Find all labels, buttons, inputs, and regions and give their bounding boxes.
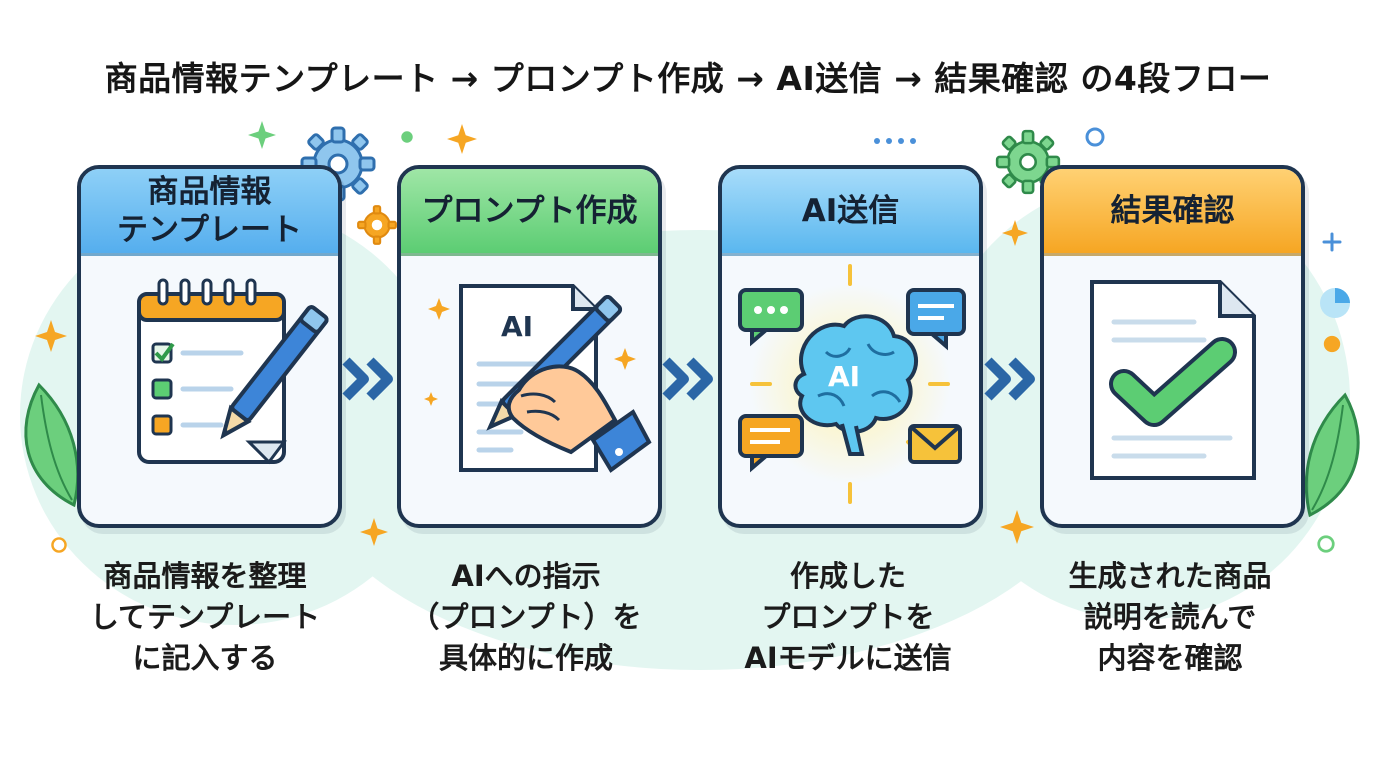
step-illustration	[1044, 256, 1301, 520]
description-line: 説明を読んで	[1083, 600, 1257, 634]
description-line: （プロンプト）を	[410, 600, 642, 634]
description-line: AIへの指示	[451, 559, 601, 593]
description-line: 作成した	[789, 559, 906, 593]
step-description-ai-send: 作成した プロンプトを AIモデルに送信	[698, 556, 998, 679]
step-card-ai-send: AI送信 AI	[718, 165, 983, 528]
flow-arrow-2	[662, 357, 713, 401]
sparkle-icon	[1000, 510, 1034, 544]
diagram-title: 商品情報テンプレート → プロンプト作成 → AI送信 → 結果確認 の4段フロ…	[104, 59, 1272, 98]
step-illustration: AI	[722, 256, 979, 520]
step-illustration	[81, 256, 338, 520]
pie-chart-icon	[1320, 288, 1350, 318]
flow-arrow-1	[342, 357, 393, 401]
description-line: 具体的に作成	[438, 641, 613, 675]
circle-dot-icon	[51, 537, 67, 553]
brain-label: AI	[828, 360, 860, 393]
step-heading-text: 商品情報 テンプレート	[116, 174, 303, 248]
gear-icon	[357, 205, 397, 245]
dots-icon	[874, 138, 916, 144]
ai-brain-messages-icon: AI	[738, 264, 966, 504]
description-line: 商品情報を整理	[103, 559, 307, 593]
description-line: プロンプトを	[761, 600, 935, 634]
document-checkmark-icon	[1090, 280, 1256, 480]
plus-icon	[1322, 232, 1342, 252]
step-card-prompt: プロンプト作成 AI	[397, 165, 662, 528]
leaf-icon	[1304, 392, 1360, 518]
description-line: してテンプレート	[89, 600, 321, 634]
circle-dot-icon	[1085, 127, 1105, 147]
leaf-icon	[24, 382, 80, 508]
description-line: に記入する	[132, 641, 278, 675]
notepad-checklist-pencil-icon	[137, 278, 329, 465]
circle-dot-icon	[1323, 335, 1341, 353]
step-heading: AI送信	[722, 169, 979, 256]
sparkle-icon	[447, 124, 477, 154]
step-description-template: 商品情報を整理 してテンプレート に記入する	[55, 556, 355, 679]
flow-arrow-3	[984, 357, 1035, 401]
step-card-template: 商品情報 テンプレート	[77, 165, 342, 528]
step-heading-text: プロンプト作成	[421, 193, 638, 229]
step-heading: 結果確認	[1044, 169, 1301, 256]
step-heading-text: 結果確認	[1110, 193, 1235, 229]
document-label: AI	[501, 310, 533, 343]
hand-writing-ai-document-icon: AI	[424, 284, 652, 473]
step-description-result: 生成された商品 説明を読んで 内容を確認	[1020, 556, 1320, 679]
description-line: AIモデルに送信	[744, 641, 952, 675]
step-illustration: AI	[401, 256, 658, 520]
circle-dot-icon	[401, 131, 413, 143]
description-line: 内容を確認	[1097, 641, 1243, 675]
step-heading: プロンプト作成	[401, 169, 658, 256]
step-card-result: 結果確認	[1040, 165, 1305, 528]
sparkle-icon	[35, 320, 67, 352]
circle-dot-icon	[1317, 535, 1335, 553]
step-description-prompt: AIへの指示 （プロンプト）を 具体的に作成	[376, 556, 676, 679]
sparkle-icon	[1002, 220, 1028, 246]
sparkle-icon	[248, 121, 276, 149]
step-heading: 商品情報 テンプレート	[81, 169, 338, 256]
step-heading-text: AI送信	[801, 193, 900, 229]
sparkle-icon	[360, 518, 388, 546]
description-line: 生成された商品	[1068, 559, 1272, 593]
